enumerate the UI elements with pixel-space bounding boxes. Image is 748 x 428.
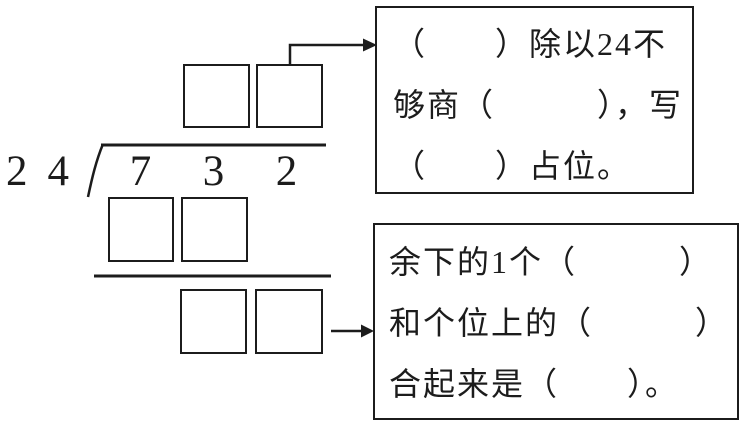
divisor-digit-ones: 4: [47, 148, 70, 195]
callout-top-line-3: （ ）占位。: [393, 148, 632, 184]
dividend: 7 3 2: [104, 150, 323, 193]
dividend-digit-hundreds: 7: [129, 148, 152, 195]
callout-bottom-line-1: 余下的1个（ ）: [389, 244, 714, 280]
divisor: 2 4: [6, 150, 69, 193]
callout-top-line-1: （ ）除以24不: [393, 26, 668, 62]
arrow-to-top-callout-head: [363, 38, 377, 52]
product-box-tens[interactable]: [108, 197, 174, 262]
callout-bottom: 余下的1个（ ） 和个位上的（ ） 合起来是（ ）。: [373, 223, 739, 420]
callout-top: （ ）除以24不 够商（ ），写 （ ）占位。: [375, 6, 694, 194]
remainder-box-tens[interactable]: [180, 289, 247, 354]
quotient-box-tens[interactable]: [183, 64, 250, 128]
callout-top-line-2: 够商（ ），写: [393, 87, 684, 123]
dividend-digit-ones: 2: [275, 148, 298, 195]
callout-bottom-line-2: 和个位上的（ ）: [389, 305, 730, 341]
callout-bottom-line-3: 合起来是（ ）。: [389, 366, 680, 402]
division-bracket: [86, 143, 105, 198]
remainder-box-ones[interactable]: [255, 289, 323, 354]
product-box-ones[interactable]: [181, 197, 248, 262]
dividend-digit-tens: 3: [202, 148, 225, 195]
arrow-to-top-callout: [288, 43, 364, 64]
quotient-box-ones[interactable]: [256, 64, 323, 128]
divisor-digit-tens: 2: [6, 148, 28, 195]
arrow-to-bottom-callout-head: [361, 324, 374, 338]
